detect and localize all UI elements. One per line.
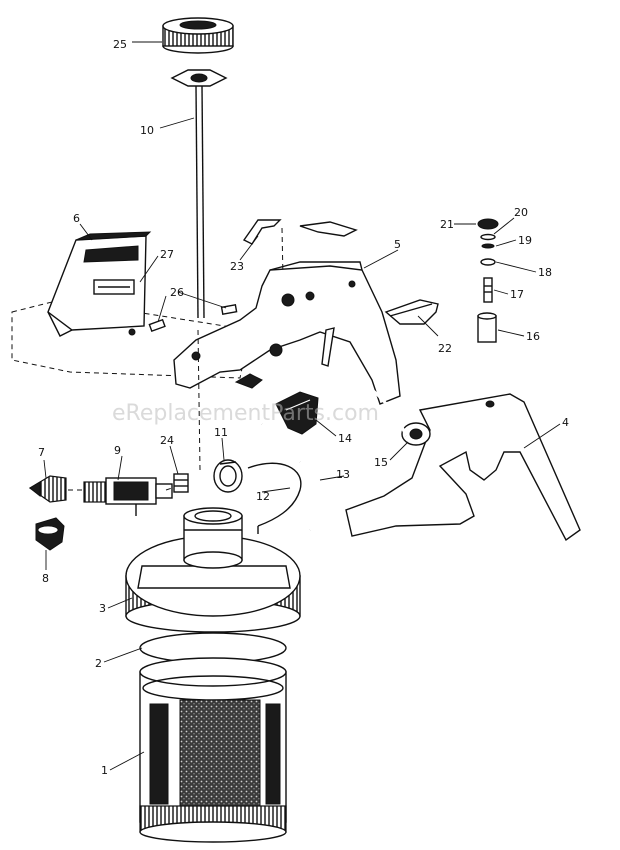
part-3-lid xyxy=(125,507,301,633)
part-8-cap xyxy=(35,517,65,551)
callout-1: 1 xyxy=(101,764,108,777)
callout-23: 23 xyxy=(230,260,244,273)
part-7-tip xyxy=(28,475,67,503)
part-4-base xyxy=(345,393,581,542)
callout-4: 4 xyxy=(562,416,569,429)
valve-stack xyxy=(477,218,499,343)
callout-20: 20 xyxy=(514,206,528,219)
callout-2: 2 xyxy=(95,657,102,670)
callout-24: 24 xyxy=(160,434,174,447)
callout-19: 19 xyxy=(518,234,532,247)
callout-10: 10 xyxy=(140,124,154,137)
callout-5: 5 xyxy=(394,238,401,251)
leader-lines xyxy=(43,41,561,771)
callout-12: 12 xyxy=(256,490,270,503)
part-10-rod xyxy=(170,69,228,319)
callout-9: 9 xyxy=(114,444,121,457)
callout-7: 7 xyxy=(38,446,45,459)
callout-17: 17 xyxy=(510,288,524,301)
callout-3: 3 xyxy=(99,602,106,615)
part-6-housing xyxy=(11,231,251,379)
callout-6: 6 xyxy=(73,212,80,225)
part-25-knob xyxy=(162,17,234,54)
part-22-bracket xyxy=(384,299,439,325)
assembly-lines xyxy=(68,329,201,491)
callout-26: 26 xyxy=(170,286,184,299)
part-14-connector xyxy=(275,391,319,435)
part-24-nut xyxy=(173,473,189,493)
part-5-frame xyxy=(173,261,401,405)
part-9-nozzle xyxy=(83,477,173,516)
part-26-screws xyxy=(148,304,238,333)
part-11-gasket xyxy=(213,459,243,493)
callout-15: 15 xyxy=(374,456,388,469)
part-12-hose xyxy=(247,462,302,534)
callout-18: 18 xyxy=(538,266,552,279)
callout-21: 21 xyxy=(440,218,454,231)
callout-13: 13 xyxy=(336,468,350,481)
callout-14: 14 xyxy=(338,432,352,445)
part-1-jar xyxy=(139,657,287,843)
callout-labels: 25 10 6 27 26 23 5 21 20 19 18 17 16 22 … xyxy=(38,38,569,777)
callout-22: 22 xyxy=(438,342,452,355)
callout-8: 8 xyxy=(42,572,49,585)
callout-25: 25 xyxy=(113,38,127,51)
callout-27: 27 xyxy=(160,248,174,261)
part-13-tube xyxy=(255,367,408,531)
watermark: eReplacementParts.com xyxy=(112,401,379,426)
callout-16: 16 xyxy=(526,330,540,343)
part-15-fitting xyxy=(401,422,431,446)
callout-11: 11 xyxy=(214,426,228,439)
